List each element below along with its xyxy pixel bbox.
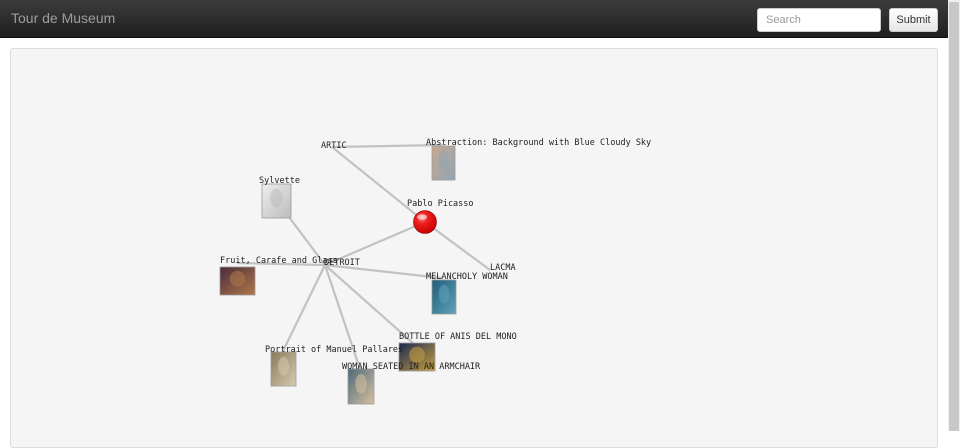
edge-detroit-fruit [236, 261, 326, 267]
node-bottle[interactable]: BOTTLE OF ANIS DEL MONO [398, 332, 517, 372]
edge-detroit-bottle [324, 264, 415, 345]
node-picasso[interactable]: Pablo Picasso [407, 199, 474, 234]
node-label-picasso: Pablo Picasso [407, 199, 474, 209]
edge-detroit-melancholy [324, 263, 443, 280]
node-label-bottle: BOTTLE OF ANIS DEL MONO [399, 332, 517, 342]
node-label-lacma: LACMA [490, 263, 516, 273]
app-title[interactable]: Tour de Museum [11, 10, 116, 26]
node-label-sylvette: Sylvette [259, 176, 300, 186]
edge-artic-abstraction [331, 143, 444, 149]
node-label-detroit: DETROIT [324, 258, 360, 268]
node-portrait[interactable]: Portrait of Manuel Pallares [265, 345, 403, 387]
edge-artic-picasso [331, 146, 426, 223]
node-label-woman: WOMAN SEATED IN AN ARMCHAIR [342, 362, 481, 372]
artwork-figure [438, 150, 449, 170]
graph-edges [236, 143, 491, 370]
top-navbar: Tour de Museum Submit [0, 0, 948, 38]
node-abstraction[interactable]: Abstraction: Background with Blue Cloudy… [426, 138, 651, 181]
vertical-scrollbar[interactable] [948, 0, 960, 431]
node-lacma[interactable]: LACMA [490, 263, 516, 273]
artwork-figure [229, 270, 246, 287]
network-graph[interactable]: ARTIC DETROIT LACMA Pablo Picasso Abstractio… [11, 49, 937, 432]
artwork-figure [355, 373, 367, 394]
sphere-highlight [417, 214, 427, 220]
node-fruit[interactable]: Fruit, Carafe and Glass [219, 256, 338, 296]
graph-panel: ARTIC DETROIT LACMA Pablo Picasso Abstractio… [10, 48, 938, 448]
edge-detroit-woman [323, 264, 362, 370]
node-label-fruit: Fruit, Carafe and Glass [220, 256, 338, 266]
edge-picasso-detroit [324, 220, 426, 267]
node-melancholy[interactable]: MELANCHOLY WOMAN [426, 272, 508, 315]
artwork-figure [438, 284, 450, 304]
node-label-portrait: Portrait of Manuel Pallares [265, 345, 403, 355]
scrollbar-thumb[interactable] [949, 2, 959, 431]
node-label-melancholy: MELANCHOLY WOMAN [426, 272, 508, 282]
search-input[interactable] [757, 8, 881, 32]
artwork-figure [278, 356, 289, 376]
node-sylvette[interactable]: Sylvette [259, 176, 300, 219]
artwork-figure [270, 188, 283, 208]
node-detroit[interactable]: DETROIT [324, 258, 360, 268]
node-woman[interactable]: WOMAN SEATED IN AN ARMCHAIR [342, 362, 481, 405]
node-artic[interactable]: ARTIC [321, 141, 347, 151]
edge-picasso-lacma [424, 221, 491, 271]
artist-sphere[interactable] [413, 210, 437, 234]
node-label-artic: ARTIC [321, 141, 347, 151]
artwork-figure [409, 346, 425, 363]
submit-button[interactable]: Submit [889, 8, 938, 32]
edge-detroit-portrait [282, 264, 326, 352]
node-label-abstraction: Abstraction: Background with Blue Cloudy… [426, 138, 651, 148]
